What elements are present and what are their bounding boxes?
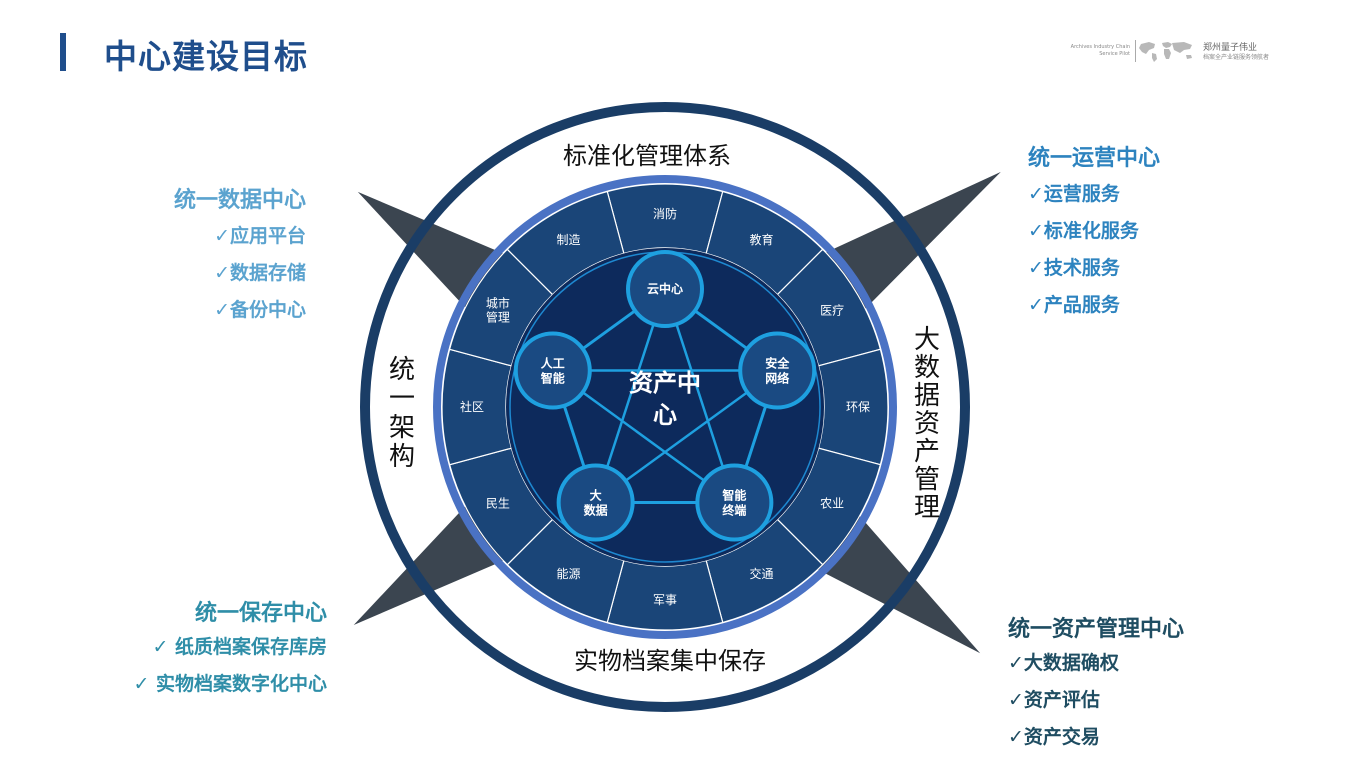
sector-label: 能源 (556, 567, 580, 581)
core-node (738, 331, 817, 410)
panel-data-center: 统一数据中心 ✓应用平台 ✓数据存储 ✓备份中心 (120, 182, 306, 329)
panel-heading: 统一保存中心 (194, 601, 327, 626)
panel-asset-management-center: 统一资产管理中心 ✓大数据确权 ✓资产评估 ✓资产交易 (1008, 611, 1268, 756)
logo-slogan: 档案全产业链服务领航者 (1203, 54, 1270, 61)
core-label: 资产中心 (629, 369, 701, 429)
panel-operation-center: 统一运营中心 ✓运营服务 ✓标准化服务 ✓技术服务 ✓产品服务 (1028, 140, 1268, 324)
panel-item: ✓标准化服务 (1028, 220, 1139, 242)
sector-label: 农业 (820, 497, 844, 511)
sector-label: 城市管理 (486, 296, 510, 325)
mid-ring (433, 175, 897, 639)
ring-label-bottom: 实物档案集中保存 (574, 647, 766, 675)
sector-label: 交通 (749, 566, 773, 581)
sector-label: 社区 (460, 399, 484, 414)
panel-heading: 统一数据中心 (173, 188, 306, 213)
panel-item: ✓技术服务 (1028, 257, 1120, 279)
ring-label-right: 数 (914, 353, 940, 383)
title-accent-bar (60, 33, 66, 71)
ring-label-right: 资 (914, 409, 940, 439)
panel-item: ✓ 实物档案数字化中心 (133, 673, 327, 695)
world-map-icon (1139, 42, 1192, 62)
ring-label-left: 构 (389, 442, 415, 472)
sector-label: 军事 (653, 593, 677, 607)
company-logo: Archives Industry Chain Service Pilot 郑州… (1046, 38, 1286, 64)
core-node-label: 安全网络 (765, 356, 790, 386)
sector-label: 消防 (653, 206, 677, 221)
panel-item: ✓应用平台 (214, 225, 306, 247)
panel-item: ✓产品服务 (1028, 294, 1120, 316)
core-node (626, 250, 704, 328)
core-node-label: 大数据 (584, 487, 608, 517)
ring-label-left: 架 (389, 413, 415, 443)
panel-item: ✓资产交易 (1008, 726, 1100, 748)
ring-label-right: 据 (914, 381, 940, 411)
ring-label-right: 理 (914, 493, 940, 523)
panel-heading: 统一资产管理中心 (1008, 617, 1185, 642)
panel-item: ✓运营服务 (1028, 183, 1120, 205)
core-node-label: 智能终端 (721, 487, 746, 517)
panel-item: ✓资产评估 (1008, 689, 1100, 711)
core-node (556, 463, 635, 542)
page-title: 中心建设目标 (104, 37, 308, 76)
logo-divider (1135, 40, 1136, 62)
panel-item: ✓数据存储 (214, 262, 306, 284)
sector-label: 教育 (749, 232, 773, 247)
ring-label-top: 标准化管理体系 (563, 142, 731, 170)
logo-company-name: 郑州量子伟业 (1203, 43, 1258, 53)
outer-ring (360, 102, 970, 712)
ring-label-right: 大 (914, 325, 940, 355)
ring-label-right: 管 (914, 465, 940, 495)
core-node (513, 331, 592, 410)
panel-heading: 统一运营中心 (1028, 146, 1161, 171)
sector-label: 医疗 (820, 304, 844, 318)
logo-english-text: Archives Industry Chain Service Pilot (1070, 44, 1130, 57)
ring-label-left: 一 (389, 384, 415, 414)
panel-storage-center: 统一保存中心 ✓ 纸质档案保存库房 ✓ 实物档案数字化中心 (60, 595, 327, 703)
sector-label: 环保 (846, 400, 870, 414)
sector-label: 制造 (556, 233, 580, 247)
panel-item: ✓ 纸质档案保存库房 (152, 636, 327, 658)
core-node-label: 云中心 (647, 281, 683, 296)
panel-item: ✓备份中心 (214, 299, 306, 321)
core-node-label: 人工智能 (540, 356, 565, 386)
ring-label-right: 产 (914, 437, 940, 467)
core-node (695, 463, 774, 542)
panel-item: ✓大数据确权 (1008, 652, 1119, 674)
ring-label-left: 统 (389, 355, 415, 385)
sector-label: 民生 (486, 497, 510, 511)
